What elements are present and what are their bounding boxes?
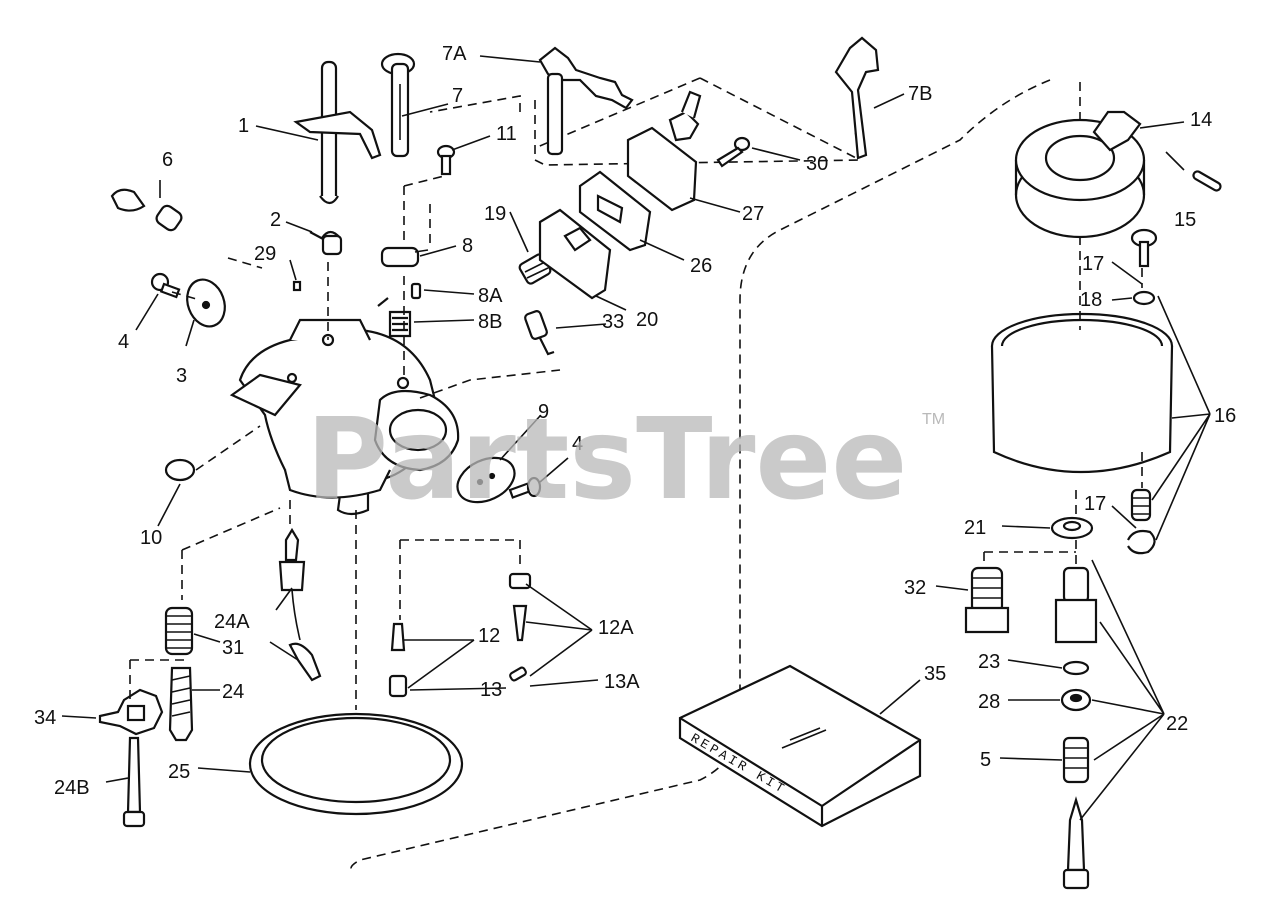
screw-24b (122, 736, 146, 828)
diaphragm-26 (578, 170, 652, 252)
repair-kit-35: REPAIR KIT (678, 664, 922, 828)
callout-9: 9 (538, 401, 549, 423)
callout-17-top: 17 (1082, 253, 1104, 275)
float-valve-17 (1130, 228, 1158, 268)
callout-24: 24 (222, 681, 244, 703)
callout-15: 15 (1174, 209, 1196, 231)
carburetor-body (229, 318, 460, 516)
gasket-ring-25 (248, 712, 464, 816)
needle-screw-22 (1062, 796, 1090, 890)
callout-8b: 8B (478, 311, 502, 333)
choke-pin-8a (410, 282, 422, 300)
spring-17 (1127, 488, 1156, 555)
callout-4-left: 4 (118, 331, 129, 353)
callout-30: 30 (806, 153, 828, 175)
screw-30 (716, 136, 751, 168)
callout-31: 31 (222, 637, 244, 659)
callout-35: 35 (924, 663, 946, 685)
callout-8: 8 (462, 235, 473, 257)
callout-17-bottom: 17 (1084, 493, 1106, 515)
washer-23 (1062, 660, 1090, 676)
callout-21: 21 (964, 517, 986, 539)
callout-34: 34 (34, 707, 56, 729)
callout-25: 25 (168, 761, 190, 783)
callout-14: 14 (1190, 109, 1212, 131)
callout-16: 16 (1214, 405, 1236, 427)
nut-28 (1060, 688, 1092, 712)
callout-1: 1 (238, 115, 249, 137)
knob-34 (98, 688, 164, 736)
part-6 (110, 188, 183, 232)
callout-8a: 8A (478, 285, 503, 307)
throttle-plate-3 (186, 278, 226, 328)
choke-lever-8 (380, 246, 429, 268)
callout-labels: 1 2 3 4 4 5 6 7 7A 7B 8 8A 8B 9 10 11 12… (34, 43, 1236, 799)
choke-shaft (380, 52, 416, 158)
watermark-trademark: TM (922, 411, 945, 428)
callout-10: 10 (140, 527, 162, 549)
throttle-shaft (293, 60, 382, 205)
callout-20: 20 (636, 309, 658, 331)
callout-27: 27 (742, 203, 764, 225)
idle-screw-24 (168, 666, 194, 742)
spring-5 (1062, 736, 1090, 784)
choke-spring-8b (377, 297, 412, 338)
float-14 (1014, 110, 1146, 239)
fuel-line-24a (278, 527, 322, 682)
gasket-20 (538, 208, 612, 300)
callout-19: 19 (484, 203, 506, 225)
callout-4-right: 4 (572, 433, 583, 455)
callout-13a: 13A (604, 671, 640, 693)
screw-4-right (508, 476, 542, 499)
callout-33: 33 (602, 311, 624, 333)
callout-12a: 12A (598, 617, 634, 639)
choke-plate-9 (456, 456, 516, 504)
float-bowl-16 (990, 312, 1174, 474)
callout-7a: 7A (442, 43, 467, 65)
callout-2: 2 (270, 209, 281, 231)
choke-bracket-7a (538, 46, 634, 156)
bolt-32 (964, 566, 1010, 634)
main-jet-22 (1054, 566, 1098, 644)
throttle-return-spring (309, 230, 343, 256)
callout-22: 22 (1166, 713, 1188, 735)
callout-26: 26 (690, 255, 712, 277)
callout-28: 28 (978, 691, 1000, 713)
callout-3: 3 (176, 365, 187, 387)
callout-32: 32 (904, 577, 926, 599)
pump-cover-27 (626, 90, 702, 212)
callout-7b: 7B (908, 83, 932, 105)
needle-33 (524, 310, 555, 356)
callout-24b: 24B (54, 777, 90, 799)
callout-24a: 24A (214, 611, 250, 633)
callout-7: 7 (452, 85, 463, 107)
plug-10 (164, 458, 196, 482)
callout-18: 18 (1080, 289, 1102, 311)
spring-31 (164, 606, 194, 656)
float-assembly-boundary (350, 77, 1051, 873)
leader-lines (61, 55, 1211, 821)
choke-lever-7b (834, 36, 880, 160)
washer-21 (1050, 516, 1094, 540)
callout-11: 11 (496, 123, 517, 145)
hinge-pin-15 (1192, 170, 1222, 192)
valve-12 (388, 622, 408, 698)
screw-11 (436, 144, 456, 176)
callout-29: 29 (254, 243, 276, 265)
callout-12: 12 (478, 625, 500, 647)
callout-6: 6 (162, 149, 173, 171)
callout-5: 5 (980, 749, 991, 771)
callout-13: 13 (480, 679, 502, 701)
callout-23: 23 (978, 651, 1000, 673)
needle-12a (508, 572, 532, 682)
partstree-watermark: PartsTree (306, 395, 907, 525)
pin-29 (292, 280, 302, 292)
washer-18 (1132, 290, 1156, 306)
